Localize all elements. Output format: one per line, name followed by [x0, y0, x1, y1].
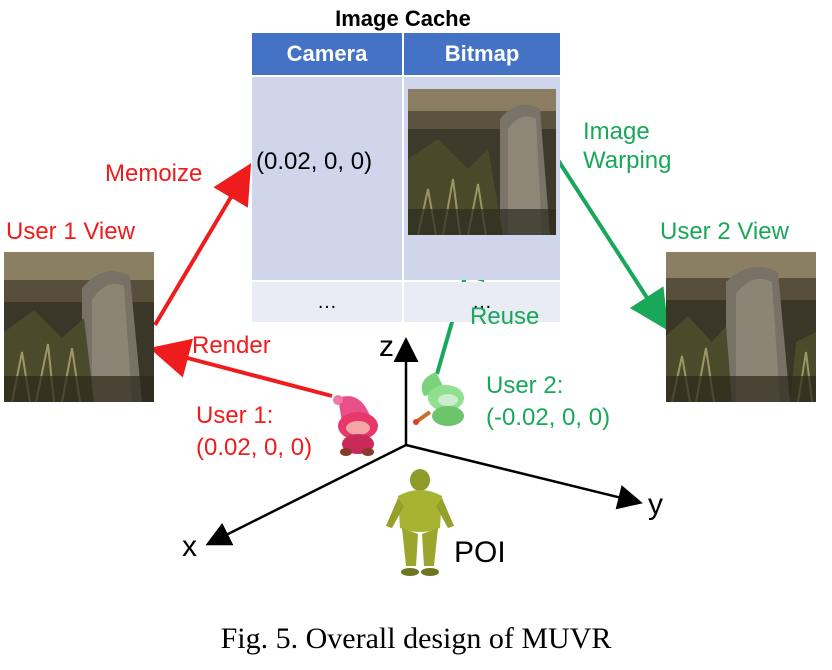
user2-view-image: [666, 252, 816, 402]
camera-column-header: Camera: [252, 33, 402, 75]
x-axis: [205, 443, 407, 546]
reuse-label: Reuse: [470, 303, 540, 330]
bitmap-ellipsis-cell: …: [404, 282, 560, 322]
cached-bitmap-thumbnail: [408, 89, 556, 235]
camera-cell: [252, 77, 402, 280]
render-arrow: [149, 338, 333, 398]
figure-caption: Fig. 5. Overall design of MUVR: [220, 622, 612, 655]
y-axis-label: y: [648, 488, 663, 521]
bitmap-cell: [404, 77, 560, 280]
user2-name: User 2:: [486, 372, 564, 399]
green-gnome-icon: [412, 370, 476, 430]
user1-coords: (0.02, 0, 0): [196, 434, 313, 461]
image-cache-title: Image Cache: [335, 6, 471, 31]
camera-ellipsis-cell: …: [252, 282, 402, 322]
user2-coords: (-0.02, 0, 0): [486, 404, 611, 431]
bitmap-column-header: Bitmap: [404, 33, 560, 75]
goblin-figure-icon: [384, 466, 456, 580]
camera-value: (0.02, 0, 0): [256, 148, 373, 175]
pink-gnome-icon: [330, 392, 386, 458]
y-axis: [405, 443, 643, 510]
memoize-label: Memoize: [105, 160, 203, 187]
poi-label: POI: [454, 536, 506, 569]
render-label: Render: [192, 332, 271, 359]
memoize-arrow: [153, 163, 252, 327]
user1-name: User 1:: [196, 402, 274, 429]
x-axis-label: x: [182, 530, 197, 563]
image-warping-label: Image Warping: [583, 118, 672, 174]
image-cache-table: Camera Bitmap … …: [252, 33, 560, 322]
user1-view-image: [4, 252, 154, 402]
image-warping-arrow: [554, 155, 669, 331]
user2-view-label: User 2 View: [660, 218, 789, 245]
user1-view-label: User 1 View: [6, 218, 135, 245]
z-axis-label: z: [379, 330, 394, 363]
